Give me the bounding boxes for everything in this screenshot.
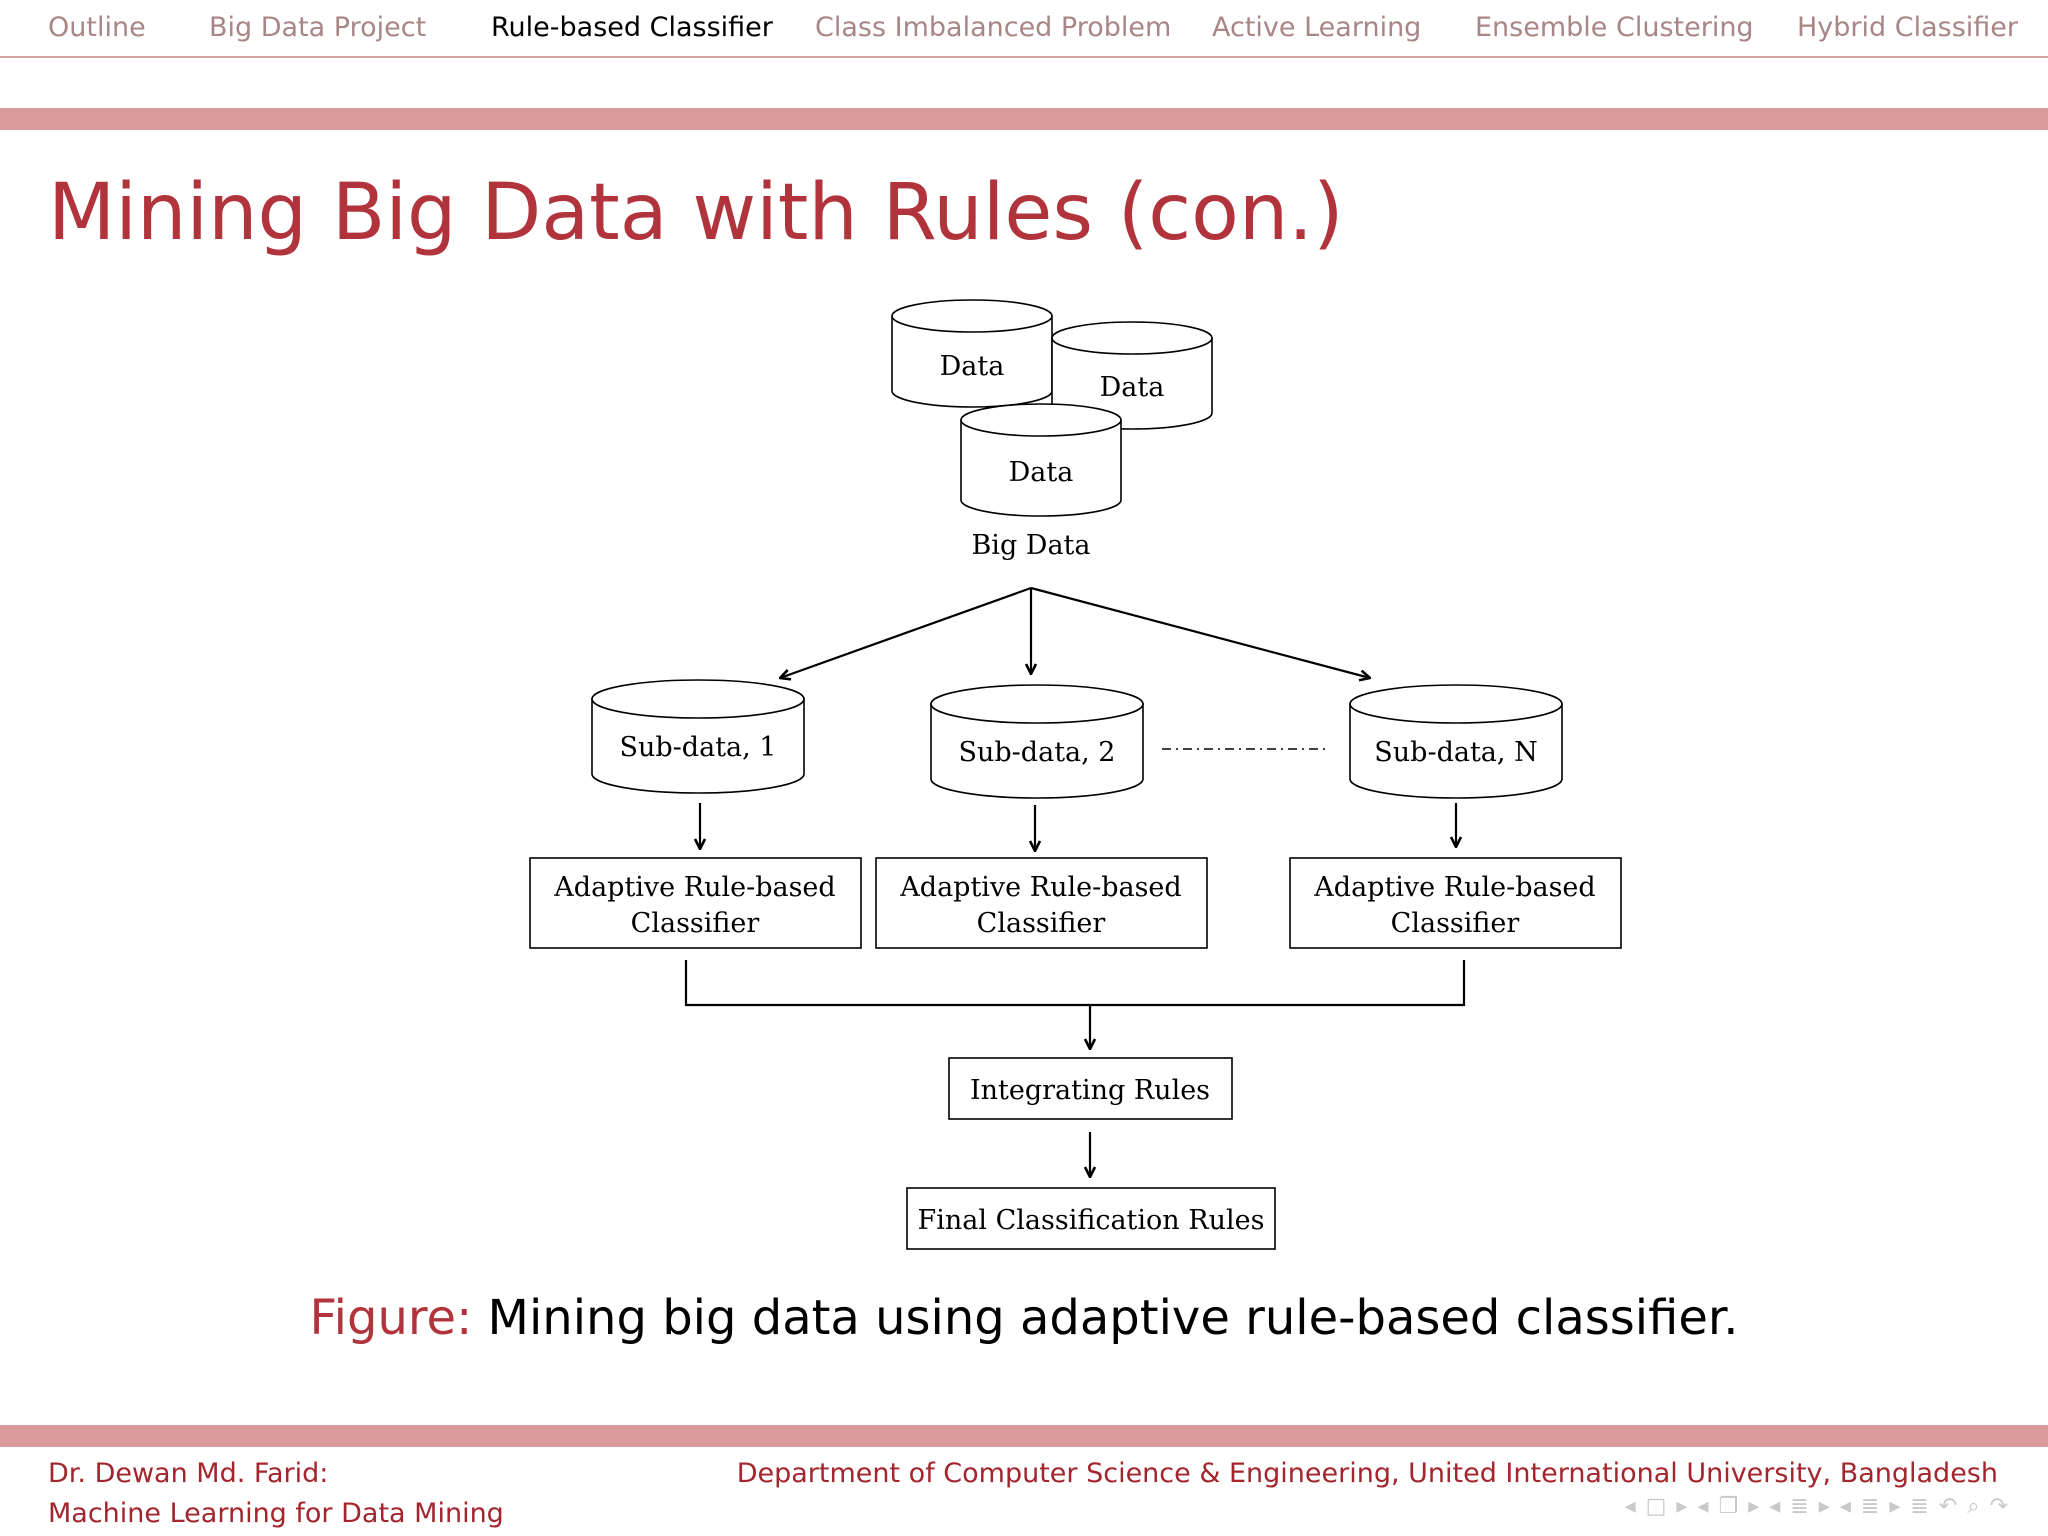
- final-rules-label: Final Classification Rules: [918, 1205, 1265, 1236]
- subdata-cylinder-n: Sub-data, N: [1349, 684, 1563, 799]
- slide-title: Mining Big Data with Rules (con.): [48, 168, 1344, 258]
- nav-item-hybrid-classifier[interactable]: Hybrid Classifier: [1797, 12, 2018, 43]
- data-cylinder-1: Data: [891, 299, 1053, 408]
- toc-icon[interactable]: ≣: [1910, 1494, 1929, 1519]
- next-slide-icon[interactable]: ▸: [1748, 1494, 1760, 1519]
- final-rules-box: Final Classification Rules: [906, 1187, 1276, 1250]
- section-navigation: Outline Big Data Project Rule-based Clas…: [0, 0, 2048, 58]
- split-arrows: [780, 586, 1370, 678]
- prev-frame-icon[interactable]: ◂: [1624, 1494, 1636, 1519]
- figure-caption-text: Mining big data using adaptive rule-base…: [487, 1290, 1739, 1346]
- subdata-2-label: Sub-data, 2: [959, 737, 1116, 768]
- footer-bar: [0, 1425, 2048, 1447]
- figure-caption: Figure: Mining big data using adaptive r…: [0, 1294, 2048, 1342]
- section-icon[interactable]: ≣: [1790, 1494, 1809, 1519]
- prev-section-icon[interactable]: ◂: [1769, 1494, 1781, 1519]
- subdata-1-label: Sub-data, 1: [620, 732, 777, 763]
- classifier-2-label-line2: Classifier: [977, 908, 1106, 939]
- nav-item-outline[interactable]: Outline: [48, 12, 146, 43]
- forward-icon[interactable]: ↷: [1989, 1494, 2008, 1519]
- data-cylinder-1-label: Data: [940, 351, 1005, 382]
- subsection-icon[interactable]: ≣: [1860, 1494, 1880, 1519]
- nav-item-active-learning[interactable]: Active Learning: [1212, 12, 1422, 43]
- integrating-rules-box: Integrating Rules: [948, 1057, 1233, 1120]
- classifier-box-1: Adaptive Rule-based Classifier: [529, 857, 862, 949]
- merge-connector: [684, 960, 1466, 1049]
- classifier-box-n: Adaptive Rule-based Classifier: [1289, 857, 1622, 949]
- merge-bracket: [684, 960, 1466, 1007]
- footer-course: Machine Learning for Data Mining: [48, 1498, 504, 1529]
- next-subsection-icon[interactable]: ▸: [1889, 1494, 1901, 1519]
- classifier-box-2: Adaptive Rule-based Classifier: [875, 857, 1208, 949]
- classifier-1-label-line1: Adaptive Rule-based: [553, 872, 835, 903]
- footer-author: Dr. Dewan Md. Farid:: [48, 1458, 329, 1489]
- nav-item-big-data-project[interactable]: Big Data Project: [209, 12, 427, 43]
- nav-item-rule-based-classifier[interactable]: Rule-based Classifier: [491, 12, 773, 43]
- data-cylinder-3-label: Data: [1009, 457, 1074, 488]
- frame-icon[interactable]: □: [1645, 1494, 1667, 1519]
- big-data-cylinders: Data Data Data Big Data: [891, 299, 1213, 561]
- next-section-icon[interactable]: ▸: [1818, 1494, 1830, 1519]
- subdata-n-label: Sub-data, N: [1374, 737, 1537, 768]
- prev-slide-icon[interactable]: ◂: [1697, 1494, 1709, 1519]
- slide-icon[interactable]: ❐: [1718, 1494, 1739, 1519]
- nav-item-class-imbalanced-problem[interactable]: Class Imbalanced Problem: [815, 12, 1172, 43]
- subdata-cylinder-2: Sub-data, 2: [930, 684, 1144, 799]
- footer-department: Department of Computer Science & Enginee…: [736, 1458, 1998, 1489]
- back-icon[interactable]: ↶: [1938, 1494, 1958, 1519]
- nav-item-ensemble-clustering[interactable]: Ensemble Clustering: [1475, 12, 1754, 43]
- classifier-n-label-line2: Classifier: [1391, 908, 1520, 939]
- data-cylinder-3: Data: [960, 403, 1122, 517]
- data-cylinder-2-label: Data: [1100, 372, 1165, 403]
- classifier-arrows: [700, 803, 1456, 851]
- search-icon[interactable]: ⌕: [1967, 1494, 1980, 1519]
- integrating-rules-label: Integrating Rules: [970, 1075, 1210, 1106]
- classifier-n-label-line1: Adaptive Rule-based: [1313, 872, 1595, 903]
- classifier-1-label-line2: Classifier: [631, 908, 760, 939]
- arrow-to-subdata-n: [1030, 586, 1370, 678]
- big-data-label: Big Data: [971, 530, 1090, 561]
- next-frame-icon[interactable]: ▸: [1676, 1494, 1688, 1519]
- prev-subsection-icon[interactable]: ◂: [1839, 1494, 1851, 1519]
- header-bar: [0, 108, 2048, 130]
- classifier-2-label-line1: Adaptive Rule-based: [899, 872, 1181, 903]
- navigation-controls: ◂ □ ▸ ◂ ❐ ▸ ◂ ≣ ▸ ◂ ≣ ▸ ≣ ↶ ⌕ ↷: [1625, 1490, 2008, 1524]
- subdata-cylinder-1: Sub-data, 1: [591, 679, 805, 794]
- arrow-to-subdata-1: [780, 586, 1032, 678]
- figure-caption-label: Figure:: [309, 1290, 473, 1346]
- data-cylinder-2: Data: [1051, 321, 1213, 430]
